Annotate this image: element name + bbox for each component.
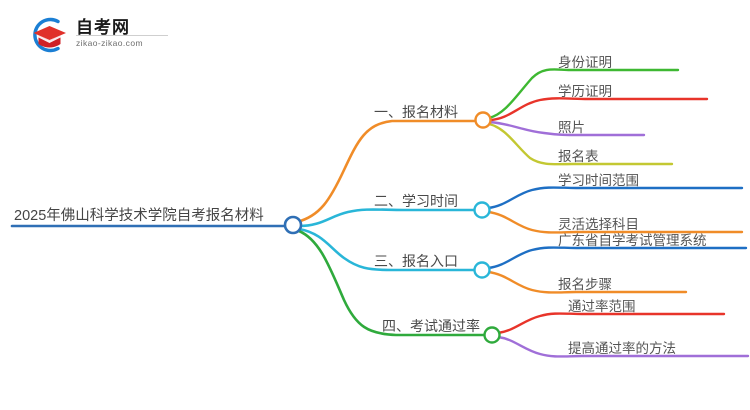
site-logo[interactable]: 自考网 zikao-zikao.com [26, 12, 168, 58]
leaf-4-2 [496, 335, 750, 358]
leaf-label-3-2[interactable]: 报名步骤 [558, 277, 612, 292]
logo-wordmark: 自考网 zikao-zikao.com [76, 12, 168, 56]
node-branch-4 [483, 326, 501, 344]
leaf-1-4 [487, 122, 674, 166]
leaf-label-1-2[interactable]: 学历证明 [558, 84, 612, 99]
leaf-label-3-1[interactable]: 广东省自学考试管理系统 [558, 233, 707, 248]
leaf-2-1 [486, 186, 744, 210]
leaf-2-2 [486, 210, 744, 234]
logo-divider [76, 35, 168, 36]
root-label[interactable]: 2025年佛山科学技术学院自考报名材料 [14, 208, 264, 224]
leaf-4-1 [496, 312, 726, 335]
logo-url: zikao-zikao.com [76, 38, 143, 48]
node-branch-1 [474, 111, 492, 129]
node-branch-2 [473, 201, 491, 219]
leaf-label-1-3[interactable]: 照片 [558, 120, 585, 135]
leaf-label-4-1[interactable]: 通过率范围 [568, 299, 636, 314]
leaf-label-1-1[interactable]: 身份证明 [558, 55, 612, 70]
trunk-branch-3 [297, 227, 477, 272]
branch-label-1[interactable]: 一、报名材料 [374, 104, 458, 120]
leaf-1-2 [488, 97, 709, 122]
leaf-label-2-2[interactable]: 灵活选择科目 [558, 217, 639, 232]
branch-label-2[interactable]: 二、学习时间 [374, 193, 458, 209]
leaf-label-1-4[interactable]: 报名表 [558, 149, 599, 164]
logo-name-cn: 自考网 [76, 18, 130, 37]
leaf-1-3 [488, 120, 646, 137]
branch-label-4[interactable]: 四、考试通过率 [382, 318, 480, 334]
trunk-branch-1 [295, 119, 477, 224]
root-node [283, 215, 303, 235]
node-branch-3 [473, 261, 491, 279]
leaf-3-2 [486, 270, 688, 294]
leaf-1-1 [487, 68, 680, 120]
branch-label-3[interactable]: 三、报名入口 [374, 253, 458, 269]
graduation-cap-in-circle-logo-icon [26, 15, 70, 55]
leaf-label-4-2[interactable]: 提高通过率的方法 [568, 341, 676, 356]
leaf-label-2-1[interactable]: 学习时间范围 [558, 173, 639, 188]
leaf-3-1 [486, 246, 748, 270]
trunk-branch-4 [297, 229, 487, 337]
trunk-branch-2 [297, 208, 477, 228]
